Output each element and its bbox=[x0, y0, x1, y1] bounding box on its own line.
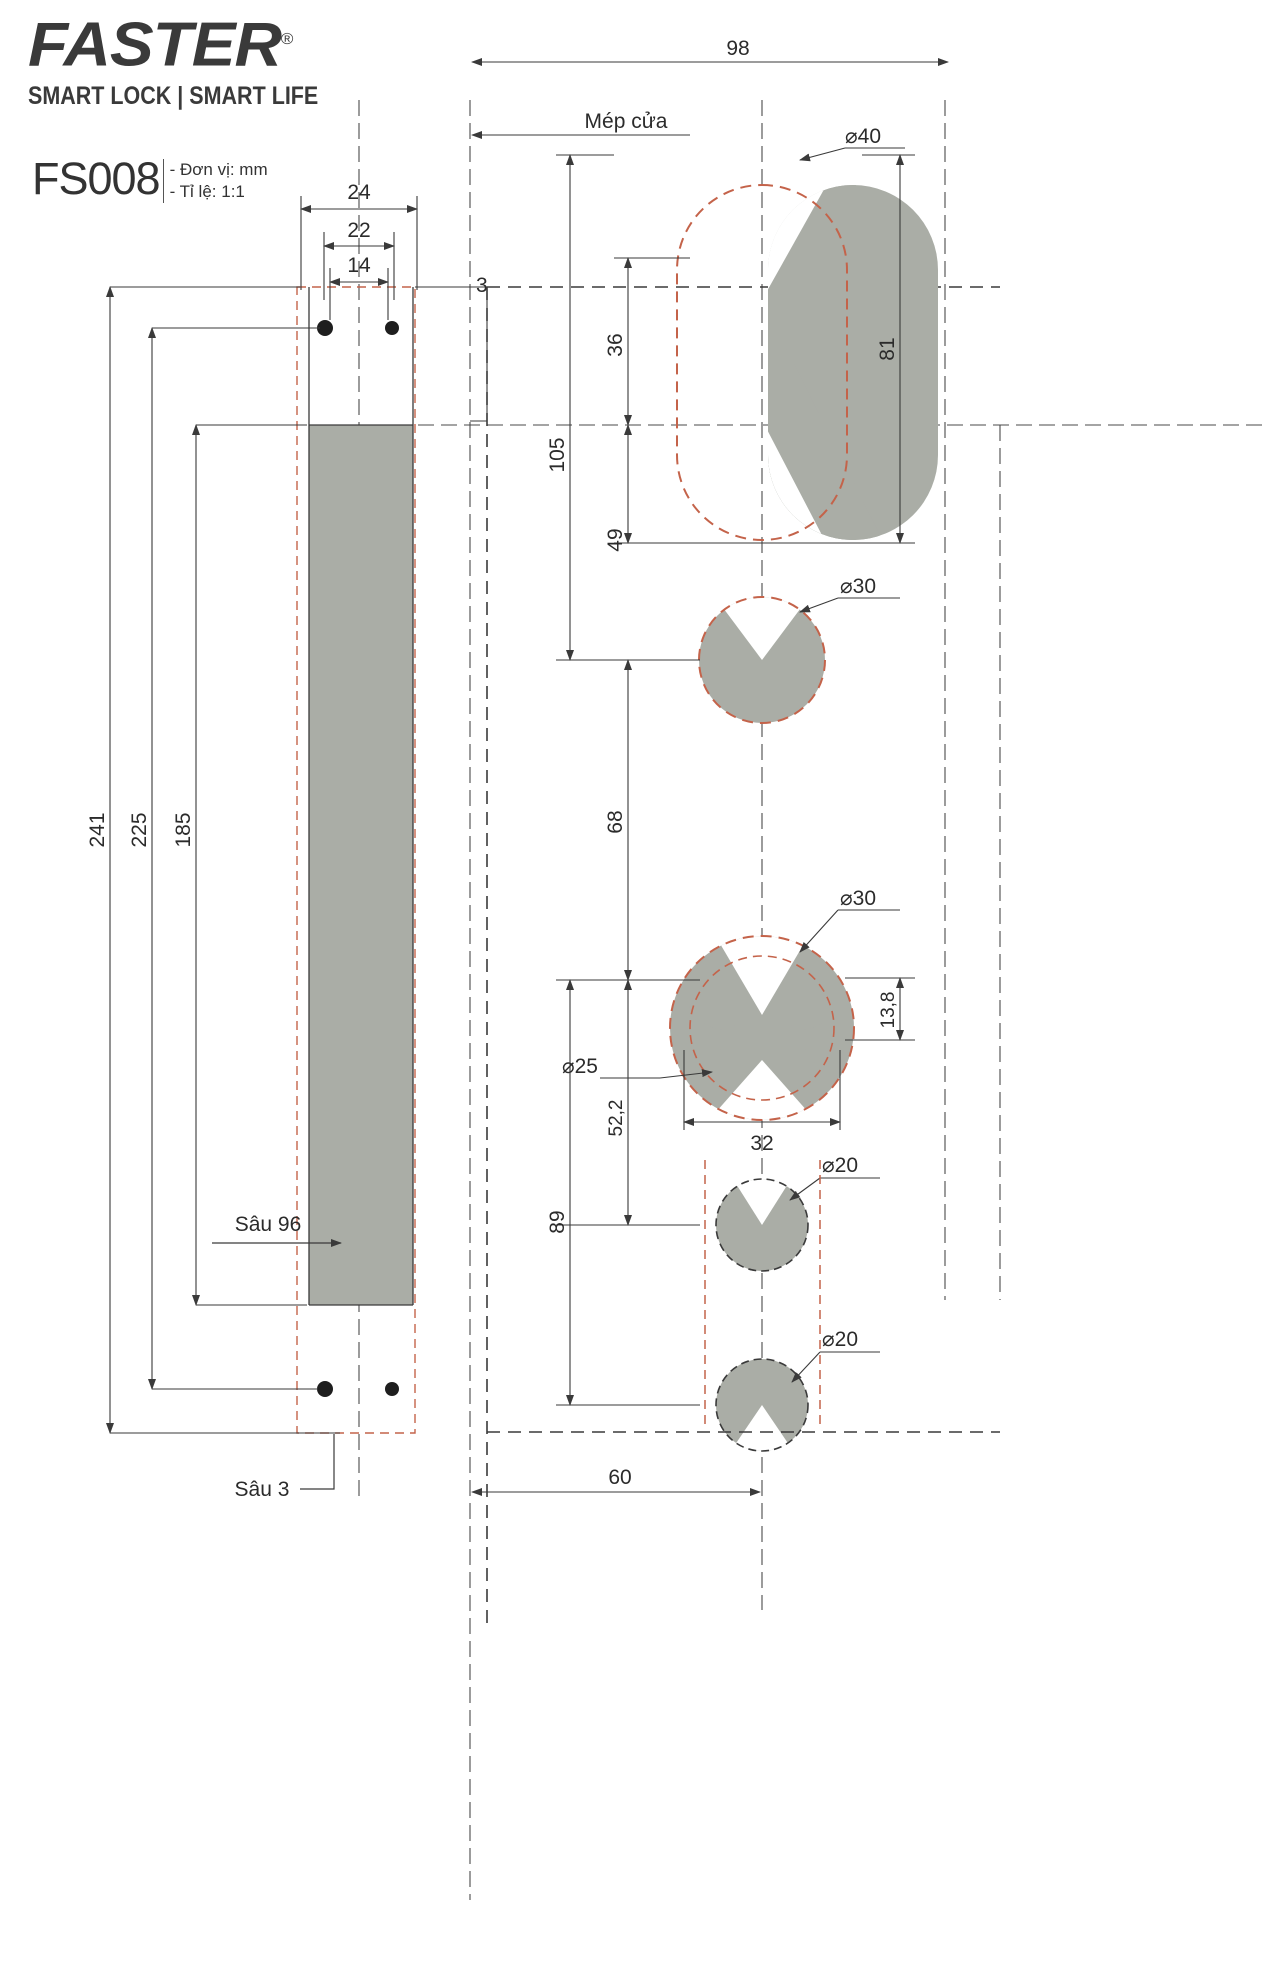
title-block: FS008 - Đơn vị: mm - Tỉ lệ: 1:1 bbox=[32, 155, 268, 203]
unit-line: - Đơn vị: mm bbox=[169, 160, 268, 179]
shape-oval-40 bbox=[676, 183, 938, 542]
dim-81: 81 bbox=[876, 337, 899, 360]
label-d20-upper: ⌀20 bbox=[822, 1154, 858, 1177]
lower-hole-envelope bbox=[704, 1160, 821, 1430]
registered-mark: ® bbox=[280, 31, 293, 48]
dim-60: 60 bbox=[608, 1466, 631, 1489]
label-d25: ⌀25 bbox=[562, 1055, 598, 1078]
dim-225: 225 bbox=[128, 812, 151, 847]
label-d20-lower: ⌀20 bbox=[822, 1328, 858, 1351]
circle-30-dashed-outline bbox=[698, 596, 826, 724]
dim-24: 24 bbox=[347, 181, 371, 204]
label-d30-flower: ⌀30 bbox=[840, 887, 876, 910]
dim-3: 3 bbox=[476, 274, 488, 297]
label-sau-96: Sâu 96 bbox=[235, 1213, 302, 1236]
brand-logo: FASTER® SMART LOCK | SMART LIFE bbox=[28, 8, 366, 111]
model-code: FS008 bbox=[32, 153, 161, 204]
shape-circle-20-lower bbox=[715, 1358, 809, 1452]
circle-20-lower-outline bbox=[715, 1358, 809, 1452]
leader-d30-top bbox=[799, 597, 839, 613]
screw-holes bbox=[317, 320, 399, 1397]
shape-circle-30-top bbox=[698, 596, 826, 724]
dim-32: 32 bbox=[750, 1132, 773, 1155]
label-mep-cua: Mép cửa bbox=[585, 110, 668, 133]
leader-d25 bbox=[659, 1069, 713, 1079]
dim-36: 36 bbox=[604, 333, 627, 356]
leader-d20-upper bbox=[789, 1177, 821, 1201]
circle-20-upper-outline bbox=[715, 1178, 809, 1272]
dim-185: 185 bbox=[172, 812, 195, 847]
dim-98: 98 bbox=[726, 37, 749, 60]
flower-petal-lower-right bbox=[805, 1015, 849, 1068]
dim-22: 22 bbox=[347, 219, 370, 242]
dim-52-2: 52,2 bbox=[606, 1100, 627, 1137]
label-d30-top: ⌀30 bbox=[840, 575, 876, 598]
flower-circle-25-dashed bbox=[689, 955, 835, 1101]
pocket-fill bbox=[309, 425, 413, 1305]
brand-name: FASTER® bbox=[28, 10, 293, 80]
leader-3 bbox=[470, 287, 488, 422]
brand-tagline: SMART LOCK | SMART LIFE bbox=[28, 81, 319, 110]
scale-line: - Tỉ lệ: 1:1 bbox=[169, 182, 245, 201]
dim-49: 49 bbox=[604, 528, 627, 551]
label-d40: ⌀40 bbox=[845, 125, 881, 148]
dim-14: 14 bbox=[347, 254, 371, 277]
label-sau-3: Sâu 3 bbox=[235, 1478, 290, 1501]
title-block-meta: - Đơn vị: mm - Tỉ lệ: 1:1 bbox=[162, 159, 268, 203]
leader-d20-lower bbox=[791, 1351, 821, 1383]
shape-circle-20-upper bbox=[715, 1178, 809, 1272]
dim-13-8: 13,8 bbox=[878, 992, 899, 1029]
dim-68: 68 bbox=[604, 810, 627, 833]
dim-105: 105 bbox=[546, 437, 569, 472]
flower-petal-lower-left bbox=[677, 1015, 721, 1068]
oval-40-dashed-outline bbox=[676, 183, 848, 542]
dim-89: 89 bbox=[546, 1210, 569, 1233]
dim-241: 241 bbox=[86, 812, 109, 847]
leader-d40 bbox=[799, 147, 846, 162]
shape-flower bbox=[669, 935, 855, 1121]
flower-petal-right bbox=[783, 987, 837, 1030]
leader-d30-flower bbox=[799, 909, 839, 953]
leader-sau3 bbox=[300, 1434, 335, 1490]
plate-hidden-outline bbox=[296, 286, 416, 1434]
flower-petal-left bbox=[689, 987, 743, 1030]
